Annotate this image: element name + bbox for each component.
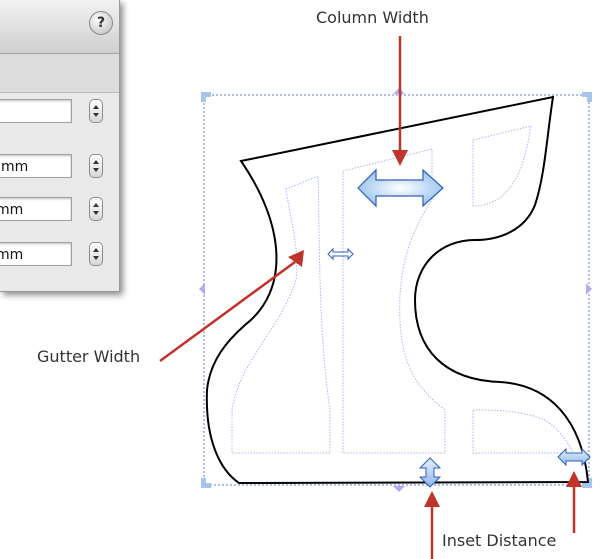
gutter-width-arrow-line bbox=[159, 260, 296, 363]
stepper-down-icon[interactable] bbox=[93, 113, 99, 117]
column-width-handle-icon[interactable] bbox=[357, 168, 444, 208]
inset-distance-vertical-handle-icon[interactable] bbox=[418, 457, 442, 488]
column-guide bbox=[231, 175, 331, 454]
column-width-field[interactable]: mm bbox=[0, 154, 72, 178]
column-width-stepper[interactable] bbox=[89, 154, 103, 178]
selection-edge-handle[interactable] bbox=[199, 283, 205, 295]
columns-field[interactable] bbox=[0, 99, 72, 123]
inspector-section-header bbox=[0, 54, 119, 93]
inset-right-arrowhead bbox=[566, 471, 582, 487]
question-mark-icon: ? bbox=[96, 15, 106, 31]
stepper-down-icon[interactable] bbox=[93, 211, 99, 215]
inset-distance-handle-icon[interactable] bbox=[557, 447, 591, 467]
columns-stepper[interactable] bbox=[89, 99, 103, 123]
stepper-up-icon[interactable] bbox=[93, 248, 99, 252]
gutter-width-field[interactable]: mm bbox=[0, 197, 72, 221]
stepper-down-icon[interactable] bbox=[93, 256, 99, 260]
text-shape-outline[interactable] bbox=[205, 95, 590, 485]
gutter-width-label: Gutter Width bbox=[37, 347, 141, 366]
inset-distance-field[interactable]: mm bbox=[0, 242, 72, 266]
help-button[interactable]: ? bbox=[89, 11, 113, 35]
stepper-up-icon[interactable] bbox=[93, 160, 99, 164]
selection-edge-handle[interactable] bbox=[586, 283, 592, 295]
column-width-arrowhead bbox=[392, 150, 408, 166]
gutter-width-handle-icon[interactable] bbox=[327, 247, 354, 261]
stepper-down-icon[interactable] bbox=[93, 168, 99, 172]
selection-corner-handle[interactable] bbox=[201, 478, 211, 488]
stepper-up-icon[interactable] bbox=[93, 105, 99, 109]
gutter-width-stepper[interactable] bbox=[89, 197, 103, 221]
column-guide bbox=[472, 125, 532, 207]
column-guide bbox=[472, 409, 574, 454]
inset-bottom-arrowhead bbox=[424, 491, 440, 507]
selection-edge-handle[interactable] bbox=[393, 486, 405, 492]
column-width-label: Column Width bbox=[316, 8, 429, 27]
gutter-width-arrowhead bbox=[288, 250, 304, 267]
inset-distance-label: Inset Distance bbox=[442, 531, 557, 550]
stepper-up-icon[interactable] bbox=[93, 203, 99, 207]
inspector-panel: ? mm mm mm bbox=[0, 0, 120, 292]
inset-distance-stepper[interactable] bbox=[89, 242, 103, 266]
inspector-titlebar: ? bbox=[0, 0, 119, 54]
annotation-arrows bbox=[159, 36, 582, 559]
selection-corner-handle[interactable] bbox=[582, 92, 592, 102]
selection-corner-handle[interactable] bbox=[201, 92, 211, 102]
